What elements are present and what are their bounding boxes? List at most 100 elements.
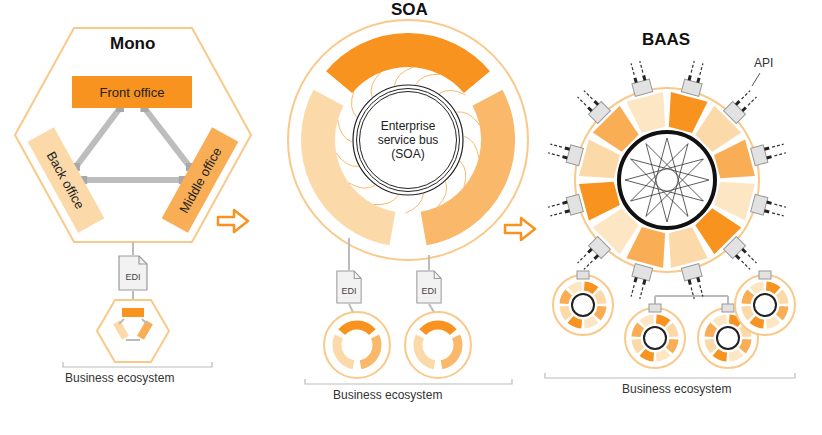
api-leader xyxy=(752,73,760,86)
bus-link xyxy=(406,194,424,213)
connector-line xyxy=(83,177,183,183)
core-mesh xyxy=(631,159,709,180)
mini-core xyxy=(754,294,776,316)
connector xyxy=(72,104,124,171)
mini-segment xyxy=(361,337,378,365)
core-ring xyxy=(619,132,715,228)
plug-pin xyxy=(562,155,568,159)
plug-pin xyxy=(735,100,741,106)
api-module xyxy=(617,57,672,134)
plug-pin xyxy=(764,147,770,151)
document-icon: EDI xyxy=(416,270,442,304)
text-holder: Middle office xyxy=(176,145,224,216)
api-line xyxy=(640,61,643,73)
bus-link xyxy=(349,183,375,188)
bus-link xyxy=(395,67,414,86)
bus-link xyxy=(416,74,440,84)
mini-segment xyxy=(669,326,674,337)
mini-segment xyxy=(418,337,435,365)
plug-pin xyxy=(587,106,593,112)
ecosystem-circle xyxy=(553,275,613,335)
mini-segment xyxy=(753,286,764,291)
api-line xyxy=(584,261,592,269)
api-line xyxy=(548,153,560,156)
core-mesh xyxy=(646,144,703,201)
api-plug xyxy=(589,102,611,124)
api-plug xyxy=(722,304,734,312)
transition-arrow xyxy=(218,210,248,232)
module-segment xyxy=(626,92,672,135)
plug-pin xyxy=(634,277,638,283)
ecosystem-label: Business ecosystem xyxy=(63,371,176,385)
api-line xyxy=(691,61,694,73)
link-line xyxy=(132,242,134,255)
soa-segment xyxy=(339,50,477,82)
text-holder: Back office xyxy=(44,149,88,212)
link-line xyxy=(429,304,434,312)
baas-modules xyxy=(544,57,790,303)
mini-segment xyxy=(766,319,777,324)
mini-segment xyxy=(564,293,569,304)
api-line xyxy=(742,91,750,99)
node-text: Middle office xyxy=(176,145,224,216)
mini-segment xyxy=(342,325,373,332)
mini-segment xyxy=(746,306,751,317)
ecosystem-bracket xyxy=(305,379,512,384)
api-line xyxy=(700,63,703,75)
ecosystem-circle xyxy=(405,312,471,378)
node-text: EDI xyxy=(421,286,436,296)
plug-pin xyxy=(766,155,772,159)
plug-pin xyxy=(741,248,747,254)
plug-pin xyxy=(593,100,599,106)
mini-segment xyxy=(753,319,764,324)
plug-pin xyxy=(593,254,599,260)
mini-segment xyxy=(716,319,727,324)
api-line xyxy=(772,213,784,216)
plug-pin xyxy=(562,201,568,205)
mini-segment xyxy=(636,339,641,350)
bus-circle: Enterprise service bus (SOA) xyxy=(356,88,460,192)
node-text: Enterprise service bus (SOA) xyxy=(360,119,456,161)
api-line xyxy=(640,287,643,299)
mini-segment xyxy=(584,319,595,324)
page-fold xyxy=(139,256,147,264)
link-line xyxy=(349,304,353,312)
ecosystem-bracket xyxy=(545,373,795,378)
ecosystem-hexagon xyxy=(97,300,169,362)
api-line xyxy=(550,144,562,147)
plug-pin xyxy=(764,209,770,213)
mini-core xyxy=(572,294,594,316)
mini-segment xyxy=(656,352,667,357)
api-line xyxy=(742,261,750,269)
mini-segment xyxy=(716,352,727,357)
link-line xyxy=(428,255,430,270)
mini-segment xyxy=(729,352,740,357)
api-plug xyxy=(759,271,771,279)
monolith-hexagon xyxy=(15,28,251,242)
mini-segment xyxy=(584,286,595,291)
soa-ecosystem xyxy=(324,312,471,378)
connector xyxy=(79,176,187,184)
document-icon: EDI xyxy=(336,270,362,304)
baas-outer-circle xyxy=(575,88,759,272)
plug-pin xyxy=(741,106,747,112)
panel-title: SOA xyxy=(391,0,428,20)
mini-segment xyxy=(656,319,667,324)
mini-segment xyxy=(779,293,784,304)
core-mesh xyxy=(646,138,667,216)
process-box: Middle office xyxy=(162,127,239,233)
page-fold xyxy=(434,271,441,279)
baas-links xyxy=(655,296,728,306)
api-label: API xyxy=(752,56,775,70)
baas-ecosystem xyxy=(553,271,795,368)
node-text: EDI xyxy=(341,286,356,296)
api-line xyxy=(691,287,694,299)
node-text: EDI xyxy=(125,272,140,282)
plug-pin xyxy=(688,279,692,285)
text-holder: EDI xyxy=(421,278,436,296)
connector-line xyxy=(76,108,120,167)
plug-pin xyxy=(696,77,700,83)
ecosystem-circle xyxy=(625,308,685,368)
